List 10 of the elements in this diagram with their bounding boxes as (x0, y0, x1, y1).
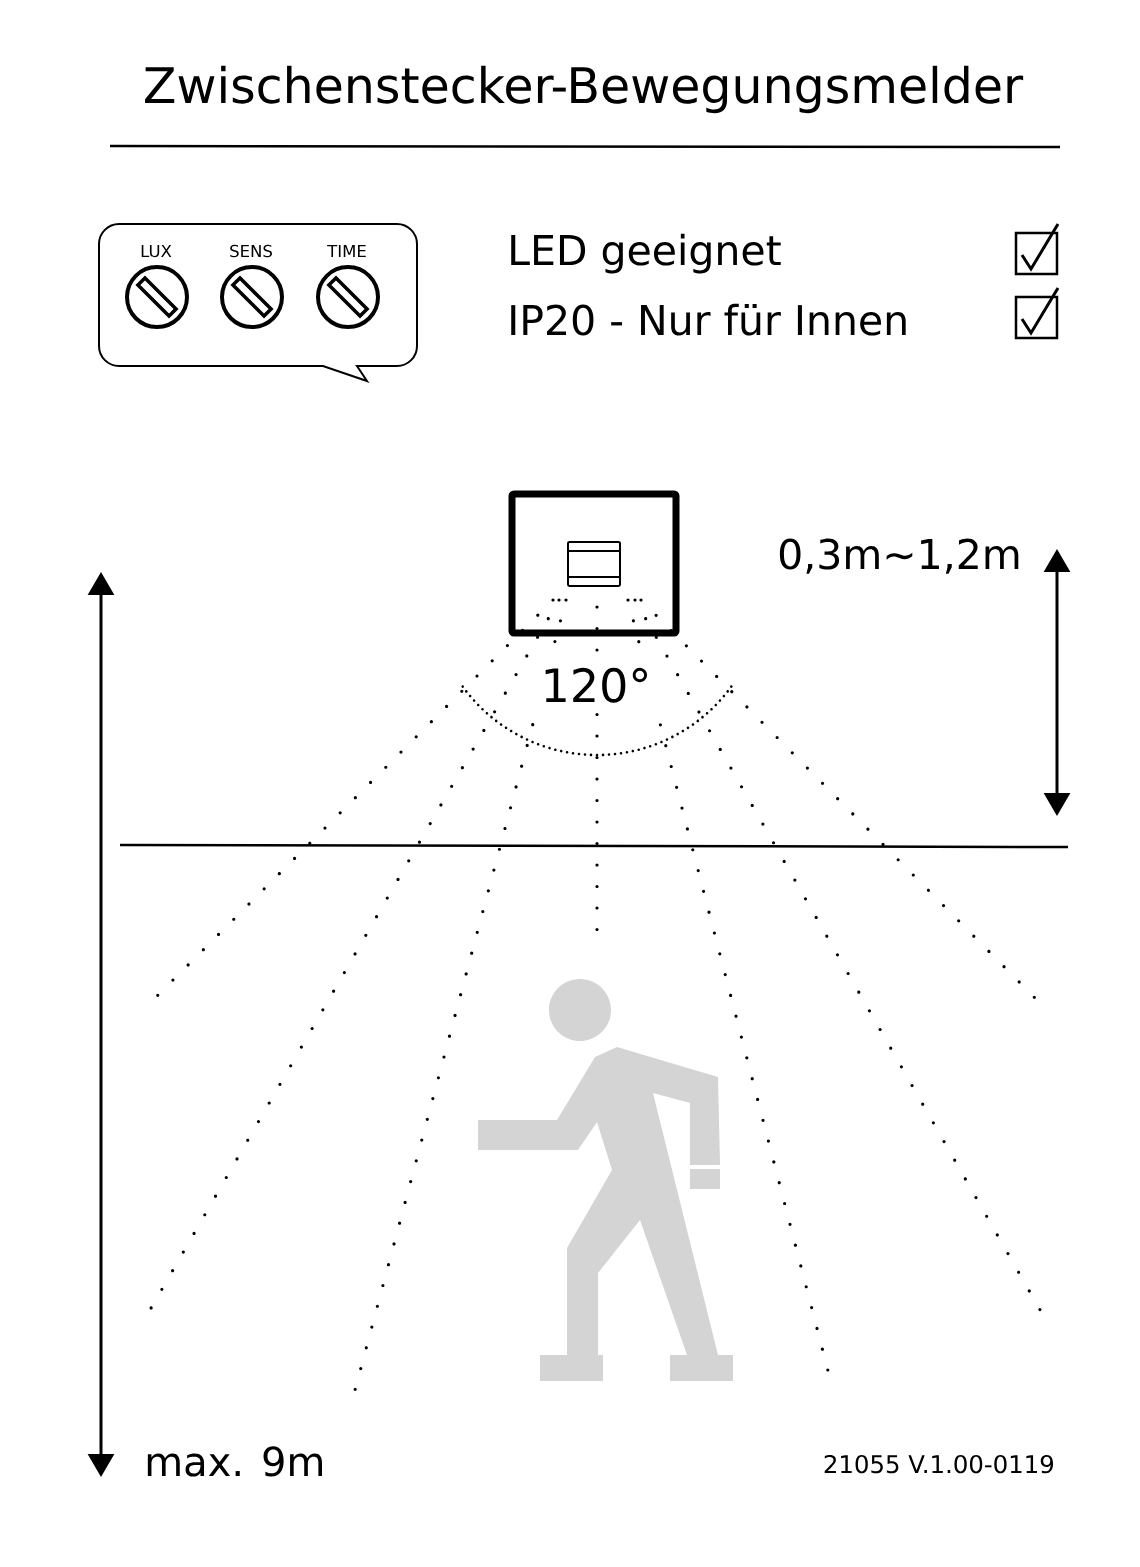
angle-label: 120° (545, 667, 647, 703)
knob-label: TIME (327, 245, 366, 257)
knob-label: SENS (230, 244, 272, 258)
feature-text: IP20 - Nur für Innen (511, 303, 906, 336)
version-number: 21055 V.1.00-0119 (824, 1454, 1054, 1474)
dimension-label: max. 9m (147, 1446, 322, 1477)
dimension-label: 0,3m~1,2m (779, 538, 1019, 574)
feature-text: LED geeignet (511, 233, 781, 274)
title: Zwischenstecker-Bewegungsmelder (145, 65, 1024, 114)
knob-label: LUX (141, 245, 172, 258)
